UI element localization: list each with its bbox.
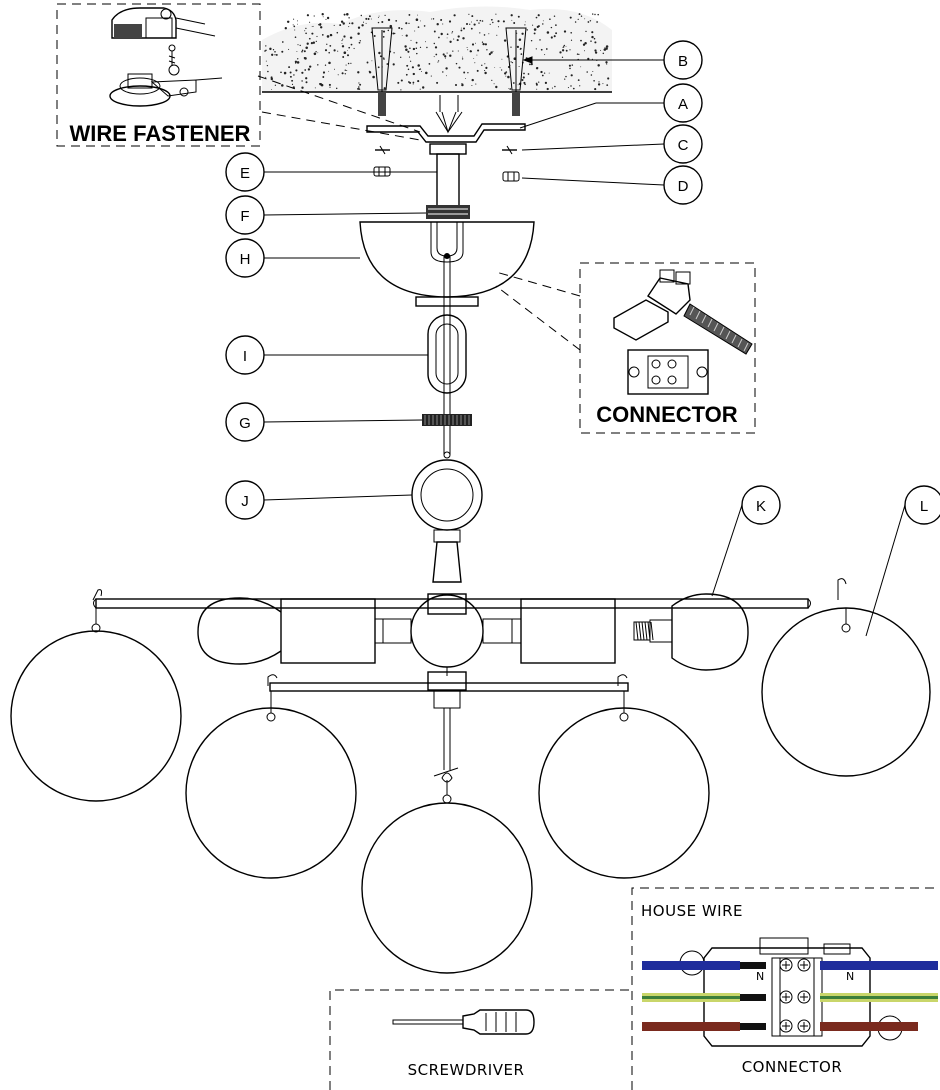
globe-bottom: [361, 780, 533, 974]
ceiling: [262, 6, 612, 93]
callout-A: A: [663, 83, 703, 123]
callout-E: E: [225, 152, 265, 192]
svg-text:E: E: [240, 165, 250, 182]
callout-G: G: [225, 402, 265, 442]
chain-link: [427, 314, 467, 394]
leader-lines: [263, 56, 906, 637]
wire-fastener-inset: WIRE FASTENER: [56, 3, 261, 147]
house-wire-inset: HOUSE WIRE: [631, 887, 940, 1090]
upper-arm: [93, 593, 811, 615]
ring-nut: [426, 205, 470, 219]
svg-text:I: I: [243, 348, 247, 365]
globe-mid-right: [538, 691, 710, 879]
callout-D: D: [663, 165, 703, 205]
top-ring: [411, 459, 483, 531]
callout-B: B: [663, 40, 703, 80]
earth-wire: [642, 993, 938, 1002]
center-hub: [280, 594, 616, 668]
svg-text:K: K: [756, 498, 766, 515]
callout-C: C: [663, 124, 703, 164]
wall-anchor-right: [505, 27, 527, 116]
wire-fastener-pointer-2: [261, 111, 421, 141]
svg-text:J: J: [241, 493, 249, 510]
screwdriver-inset: SCREWDRIVER: [329, 989, 632, 1090]
svg-text:C: C: [678, 137, 689, 154]
lower-arm: [269, 667, 629, 770]
house-connector-label: CONNECTOR: [742, 1058, 843, 1076]
globe-far-left: [10, 608, 182, 802]
suspension-rod: [443, 253, 451, 459]
house-wire-label: HOUSE WIRE: [641, 902, 743, 920]
connector-drawing: [613, 269, 753, 395]
screwdriver-label: SCREWDRIVER: [408, 1061, 525, 1079]
knurled-nut: [422, 414, 472, 426]
callout-K: K: [741, 485, 781, 525]
svg-text:G: G: [239, 415, 251, 432]
connector-label: CONNECTOR: [596, 402, 737, 427]
callout-I: I: [225, 335, 265, 375]
mounting-bracket: [366, 95, 526, 207]
ring-stem: [432, 529, 462, 583]
svg-text:D: D: [678, 178, 689, 195]
connector-pointer-1: [495, 271, 581, 297]
svg-text:F: F: [240, 208, 249, 225]
terminal-screws: [779, 958, 811, 1033]
hooks: [92, 578, 847, 783]
neutral-wire: [642, 961, 938, 970]
nut-right: [502, 171, 520, 182]
bulb-left: [197, 597, 282, 665]
connector-inset: CONNECTOR: [579, 262, 756, 434]
canopy: [359, 221, 535, 307]
live-wire: [642, 1022, 918, 1031]
fastener-clamp-drawing: [111, 7, 216, 39]
screwdriver-icon: [392, 1009, 535, 1035]
svg-text:B: B: [678, 53, 688, 70]
callout-H: H: [225, 238, 265, 278]
fastener-screw-drawing: [168, 44, 176, 66]
globe-mid-left: [185, 691, 357, 879]
globe-far-right: [761, 607, 931, 777]
washer-right: [502, 145, 517, 155]
svg-text:H: H: [240, 251, 251, 268]
neutral-mark-left: N: [756, 970, 765, 983]
svg-text:A: A: [678, 96, 688, 113]
callout-L: L: [904, 485, 940, 525]
neutral-mark-right: N: [846, 970, 855, 983]
wall-anchor-left: [371, 27, 393, 116]
washer-left: [375, 145, 390, 155]
bulb-right: [633, 593, 749, 671]
svg-text:L: L: [920, 498, 928, 515]
callout-F: F: [225, 195, 265, 235]
wire-fastener-pointer-1: [257, 75, 421, 133]
callout-J: J: [225, 480, 265, 520]
connector-pointer-2: [495, 285, 581, 351]
fastener-fitting-drawing: [109, 64, 223, 107]
wire-fastener-label: WIRE FASTENER: [70, 121, 251, 146]
